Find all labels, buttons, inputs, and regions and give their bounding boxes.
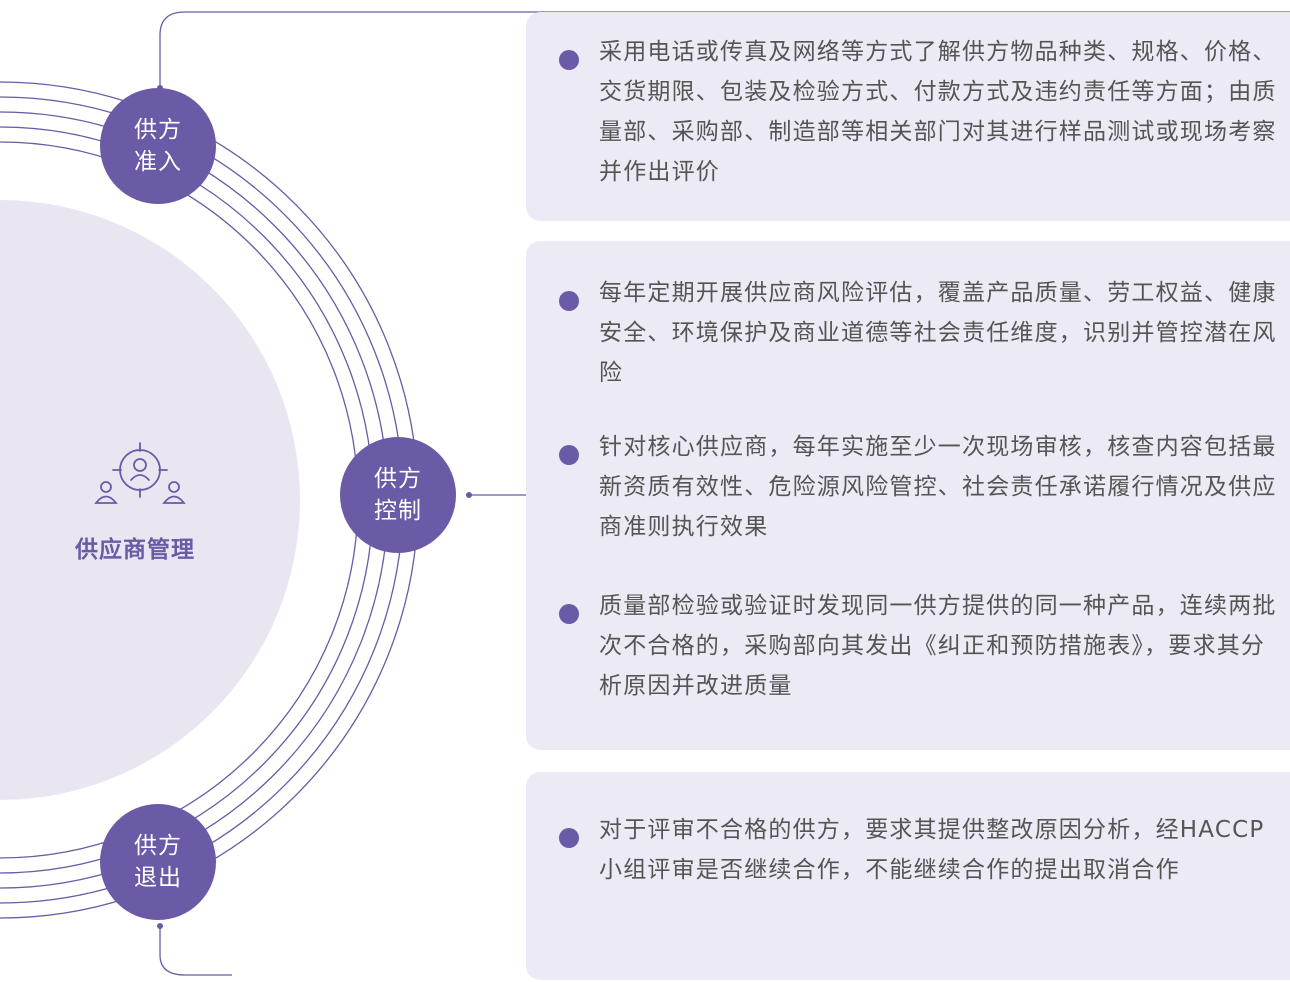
bullet-dot [559,828,579,848]
node-access-line2: 准入 [134,149,182,175]
node-access-label: 供方 准入 [118,114,198,178]
panel-exit: 对于评审不合格的供方，要求其提供整改原因分析，经HACCP 小组评审是否继续合作… [526,772,1290,980]
bullet-text: 对于评审不合格的供方，要求其提供整改原因分析，经HACCP 小组评审是否继续合作… [599,817,1265,883]
panel-control: 每年定期开展供应商风险评估，覆盖产品质量、劳工权益、健康安全、环境保护及商业道德… [526,241,1290,750]
panel-access: 采用电话或传真及网络等方式了解供方物品种类、规格、价格、交货期限、包装及检验方式… [526,12,1290,221]
supplier-group-icon [94,442,186,504]
node-access-circle [100,88,216,204]
node-exit-circle [100,804,216,920]
node-control-circle [340,437,456,553]
bullet-dot [559,604,579,624]
bullet-text: 采用电话或传真及网络等方式了解供方物品种类、规格、价格、交货期限、包装及检验方式… [599,39,1277,185]
connector-bottom-dot [157,923,163,929]
bullet-dot [559,50,579,70]
bullet-dot [559,445,579,465]
node-control-label: 供方 控制 [358,463,438,527]
center-title: 供应商管理 [75,537,195,563]
node-control-line2: 控制 [374,498,422,524]
connector-bottom [159,926,232,976]
bullet-text: 针对核心供应商，每年实施至少一次现场审核，核查内容包括最新资质有效性、危险源风险… [599,434,1277,540]
node-access-line1: 供方 [134,117,182,143]
node-exit-line1: 供方 [134,833,182,859]
center-disc [0,200,300,800]
node-exit-line2: 退出 [134,865,182,891]
node-control-line1: 供方 [374,466,422,492]
node-exit-label: 供方 退出 [118,830,198,894]
bullet-text: 质量部检验或验证时发现同一供方提供的同一种产品，连续两批次不合格的，采购部向其发… [599,593,1277,699]
connector-middle-dot [466,492,472,498]
connector-top [159,11,1290,88]
bullet-dot [559,291,579,311]
bullet-text: 每年定期开展供应商风险评估，覆盖产品质量、劳工权益、健康安全、环境保护及商业道德… [599,280,1277,386]
